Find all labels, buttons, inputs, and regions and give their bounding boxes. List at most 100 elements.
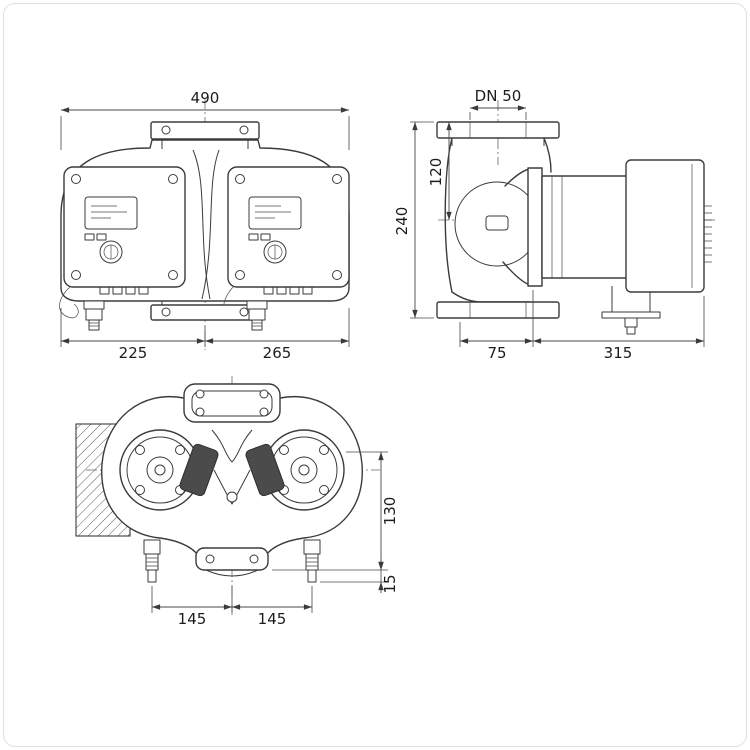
- motor-rings: [551, 176, 563, 278]
- motor-bolt: [135, 445, 145, 455]
- connector-stub: [99, 286, 110, 295]
- flange-bolt: [205, 554, 215, 564]
- screw-icon: [71, 174, 81, 184]
- connector-stub: [138, 286, 149, 295]
- dim-label-145-left: 145: [178, 610, 207, 628]
- dim-label-265: 265: [263, 344, 292, 362]
- plug-right-top: [303, 539, 321, 583]
- screw-icon: [71, 270, 81, 280]
- screw-icon: [235, 174, 245, 184]
- connector-stub: [302, 286, 313, 295]
- volute-seam-left: [192, 149, 211, 300]
- screw-icon: [332, 174, 342, 184]
- front-view: 490 225 265: [59, 89, 350, 362]
- motor-right-top: [263, 429, 345, 511]
- connector-stub: [276, 286, 287, 295]
- bottom-flange-side: [436, 301, 560, 319]
- dim-port-to-axis: 120: [427, 122, 452, 220]
- top-flange-side: [436, 121, 560, 139]
- dim-label-225: 225: [119, 344, 148, 362]
- dim-top-bottom: 145 145: [151, 586, 313, 628]
- dim-label-130: 130: [381, 497, 399, 526]
- suction-flange-arc: [205, 569, 259, 577]
- screw-icon: [168, 270, 178, 280]
- flange-neck: [161, 139, 249, 149]
- dim-side-bottom: 75 315: [459, 290, 705, 362]
- dim-label-15: 15: [381, 574, 399, 593]
- screw-icon: [168, 174, 178, 184]
- support-foot: [601, 311, 661, 319]
- module-right-top: [245, 443, 285, 497]
- display-right: [248, 196, 302, 230]
- flange-bore-lines: [469, 302, 527, 318]
- motor-bolt: [175, 445, 185, 455]
- button-icon: [84, 233, 95, 241]
- discharge-flange-top: [183, 383, 281, 423]
- drain-plug-right: [246, 300, 268, 331]
- plug-side-tip: [626, 326, 636, 335]
- connector-stub: [263, 286, 274, 295]
- volute-to-motor-bottom: [502, 261, 531, 286]
- volute-seam-right: [201, 149, 220, 300]
- module-side: [625, 159, 705, 293]
- dim-flange-dn50: DN 50: [469, 87, 527, 120]
- flange-bolt: [239, 125, 249, 135]
- display-content: [255, 205, 291, 219]
- suction-flange-top: [195, 547, 269, 571]
- flange-bolt: [161, 307, 171, 317]
- display-content: [91, 205, 127, 219]
- dim-plug-height: 15: [320, 559, 399, 594]
- module-left-top: [179, 443, 219, 497]
- dim-label-120: 120: [427, 158, 445, 187]
- dim-label-240: 240: [393, 207, 411, 236]
- control-module-right: [227, 166, 350, 295]
- nameplate: [485, 215, 509, 231]
- connector-stub: [125, 286, 136, 295]
- discharge-flange-inner: [191, 390, 273, 417]
- flange-neck: [451, 138, 545, 146]
- dim-front-bottom: 225 265: [60, 308, 350, 362]
- drain-plug-left: [83, 300, 105, 331]
- dim-depth: 130: [272, 451, 399, 571]
- cable-left: [59, 286, 79, 319]
- plug-left-top: [143, 539, 161, 583]
- pipe-bottom-neck: [451, 291, 531, 303]
- side-view: DN 50 240 120 75 315: [393, 87, 716, 362]
- flange-bolt: [239, 307, 249, 317]
- display-left: [84, 196, 138, 230]
- top-view: 130 15 145 145: [75, 376, 399, 628]
- dim-label-145-right: 145: [258, 610, 287, 628]
- plug-side: [624, 317, 638, 328]
- motor-bolt: [135, 485, 145, 495]
- control-module-left: [63, 166, 186, 295]
- flange-bore-lines: [469, 122, 527, 138]
- pipe-outline-right: [543, 137, 552, 173]
- dim-label-490: 490: [191, 89, 220, 107]
- button-icon: [96, 233, 107, 241]
- flange-bolt: [161, 125, 171, 135]
- volute-center-curves: [211, 429, 253, 463]
- flange-bolt: [259, 389, 269, 399]
- motor-body-side: [541, 175, 629, 279]
- dim-label-315: 315: [604, 344, 633, 362]
- screw-icon: [332, 270, 342, 280]
- support-legs: [611, 286, 651, 312]
- top-flange-front: [150, 121, 260, 140]
- cooling-fins: [704, 205, 712, 263]
- dim-total-height: 240: [393, 121, 434, 319]
- button-icon: [248, 233, 259, 241]
- volute-vee: [213, 469, 251, 505]
- screw-icon: [235, 270, 245, 280]
- dim-label-dn50: DN 50: [475, 87, 522, 105]
- flange-bolt: [195, 389, 205, 399]
- flange-bolt: [195, 407, 205, 417]
- dim-front-total-width: 490: [60, 89, 350, 150]
- dim-label-75: 75: [487, 344, 506, 362]
- motor-bolt: [319, 485, 329, 495]
- button-icon: [260, 233, 271, 241]
- connector-stub: [289, 286, 300, 295]
- motor-bolt: [319, 445, 329, 455]
- flange-bolt: [259, 407, 269, 417]
